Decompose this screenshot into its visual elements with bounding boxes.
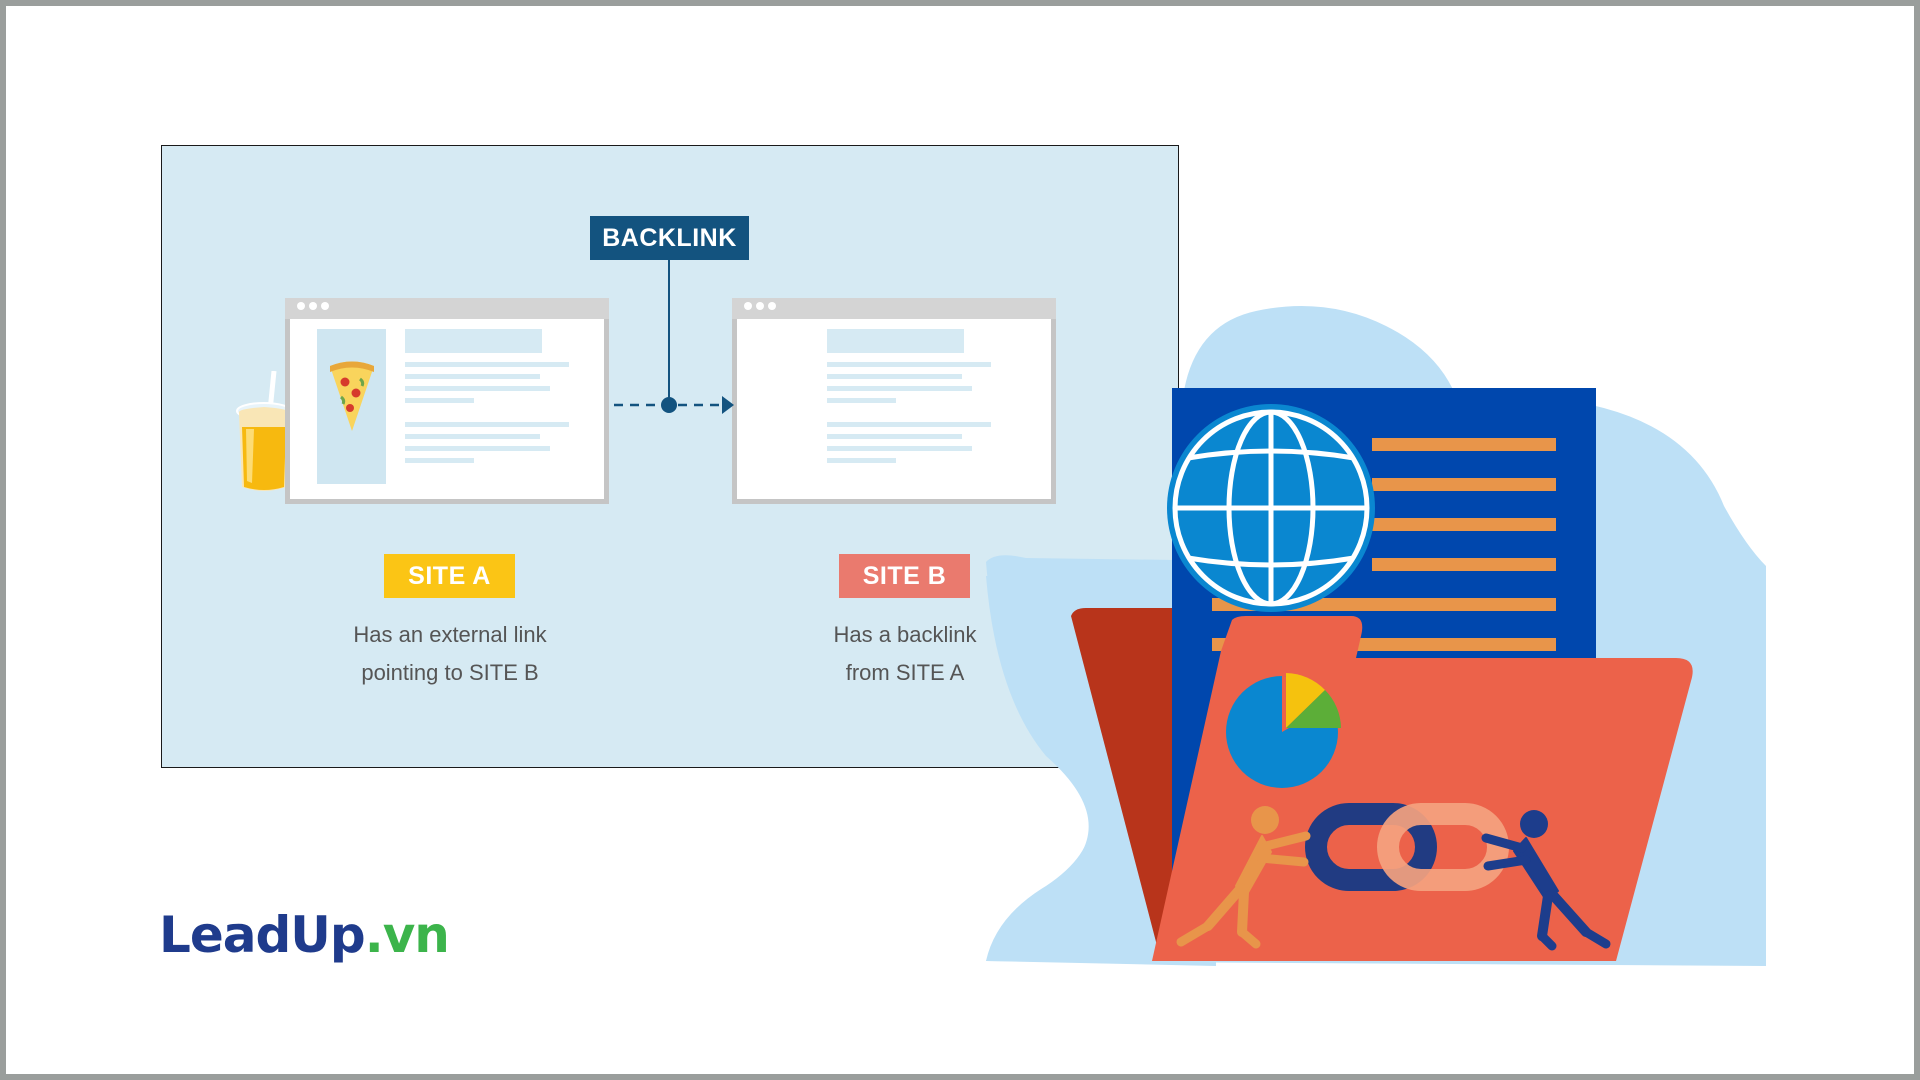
site-a-caption-line2: pointing to SITE B	[361, 660, 539, 685]
browser-titlebar	[732, 298, 1056, 319]
pizza-icon	[330, 361, 374, 431]
person-pulling-right	[1481, 810, 1611, 951]
folder-icon	[1152, 616, 1693, 961]
chain-link-icon	[1305, 803, 1509, 891]
globe-icon	[1167, 404, 1375, 612]
browser-content	[732, 319, 1056, 504]
backlink-label: BACKLINK	[590, 216, 749, 260]
person-pulling-left	[1176, 806, 1311, 949]
leadup-logo: LeadUp.vn	[159, 904, 450, 964]
logo-main-text: LeadUp	[159, 906, 366, 964]
logo-suffix-text: .vn	[364, 906, 450, 964]
backlink-folder-illustration	[986, 306, 1766, 966]
site-b-browser-window	[732, 298, 1056, 504]
site-b-label: SITE B	[839, 554, 970, 598]
site-a-caption-line1: Has an external link	[353, 622, 547, 647]
site-b-caption: Has a backlink from SITE A	[775, 616, 1035, 692]
site-a-label: SITE A	[384, 554, 515, 598]
site-b-caption-line1: Has a backlink	[833, 622, 977, 647]
backlink-connector-arrow	[614, 258, 734, 414]
site-a-browser-window	[285, 298, 609, 504]
browser-content	[285, 319, 609, 504]
pie-chart-icon	[1226, 673, 1341, 788]
juice-cup-icon	[236, 371, 292, 491]
site-b-caption-line2: from SITE A	[845, 660, 965, 685]
browser-titlebar	[285, 298, 609, 319]
backlink-diagram-panel: BACKLINK SITE A SITE B Has an external l…	[161, 145, 1179, 768]
site-a-caption: Has an external link pointing to SITE B	[320, 616, 580, 692]
